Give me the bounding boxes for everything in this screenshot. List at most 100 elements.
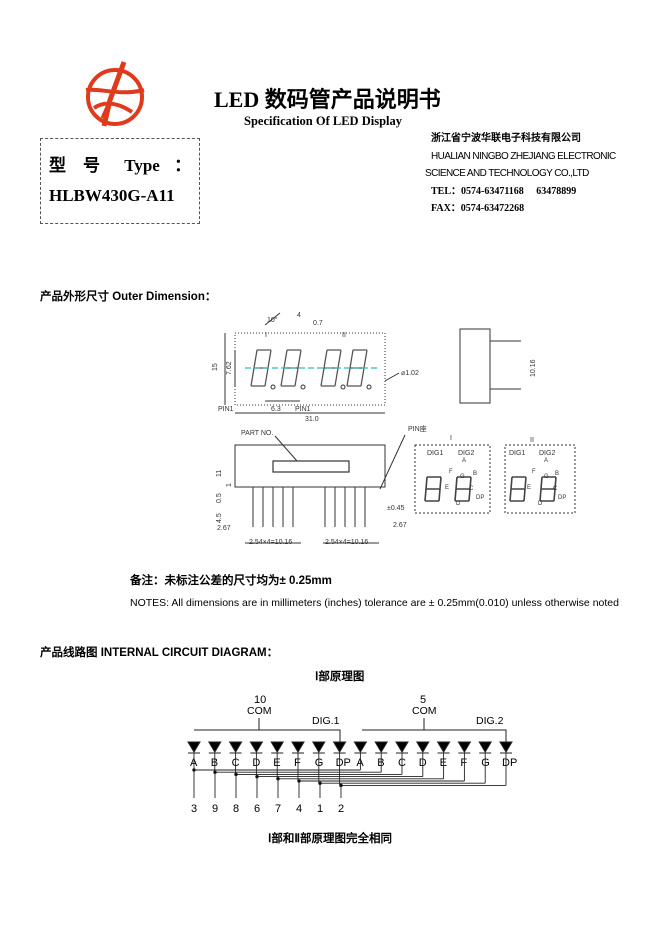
led-diode [499,741,513,753]
dim-angle: 10° [267,316,278,324]
page-subtitle: Specification Of LED Display [244,114,402,128]
dim-310: 31.0 [305,416,319,423]
dim-roman-2: II [342,332,346,339]
dim-11: 11 [216,470,223,477]
company-tel: TEL：0574-63471168 63478899 [431,185,577,197]
dig1-label: DIG.1 [312,715,340,727]
bus-junction [318,781,322,785]
pinout-roman-1: I [450,435,452,442]
dp-dot-2 [300,384,306,390]
dim-15: 15 [212,363,219,371]
com1-label: COM [247,705,272,717]
led-diode [436,741,451,753]
dim-63: 6.3 [271,406,281,413]
bottom-pin-number: 4 [296,803,302,815]
segment-label: F [294,757,301,769]
bottom-pin-number: 6 [254,803,260,815]
pinout-box-2 [504,444,576,514]
led-diode [270,741,285,753]
type-label-cn: 型 号 [49,156,100,175]
front-view-body [234,444,386,488]
pinout-seg-d-1: D [456,501,461,507]
company-name-en-1: HUALIAN NINGBO ZHEJIANG ELECTRONIC [431,150,616,162]
bus-junction [297,779,301,783]
led-diode [353,741,368,753]
led-diode [478,741,493,753]
pinout-box-1 [414,444,491,514]
com2-pin: 5 [420,694,426,706]
bus-junction [213,770,217,774]
segment-label: DP [502,757,517,769]
dim-pin-seat: PIN座 [408,424,427,433]
bus-junction [339,783,343,788]
outer-dimension-heading: 产品外形尺寸 Outer Dimension： [40,291,217,303]
type-colon: ： [174,156,192,175]
dim-045: ±0.45 [387,505,405,512]
segment-bus-lines [192,753,507,798]
company-name-en-2: SCIENCE AND TECHNOLOGY CO.,LTD [425,168,589,179]
dim-dia: ⌀1.02 [401,370,419,377]
pinout-seg-dp-1: DP [476,495,484,501]
led-diode [457,741,472,753]
bottom-pin-number: 1 [317,803,323,815]
led-diode [249,741,264,753]
segment-label: DP [336,757,351,769]
notes-en: NOTES: All dimensions are in millimeters… [130,597,619,609]
digit-group-2 [320,349,368,387]
pinout-dig2-b: DIG2 [539,450,555,457]
digit-group-1 [250,349,302,387]
dim-05: 0.5 [216,493,223,503]
pinout-seg-f-1: F [449,469,453,475]
page-title: LED 数码管产品说明书 [214,87,441,112]
pinout-dig1-a: DIG1 [427,450,443,457]
bottom-pin-number: 2 [338,803,344,815]
bus-junction [192,768,196,772]
company-logo [85,61,145,127]
type-label-en: Type [124,156,160,175]
pinout-seg-f-2: F [532,469,536,475]
dim-pitch-1: 2.54×4=10.16 [249,539,292,546]
led-diode [374,741,389,753]
outer-dimension-drawing: 10° 4 0.7 I II 15 7.62 ⌀1.02 PIN1 PIN1 6… [212,312,576,546]
pinout-seg-b-1: B [473,471,477,477]
top-view-outline [234,332,386,406]
pinout-seg-b-2: B [555,471,559,477]
circuit-caption-top: Ⅰ部原理图 [315,671,365,683]
bus-junction [255,774,259,779]
pinout-seg-g-1: G [460,474,465,480]
dim-267-b: 2.67 [393,522,407,529]
dp-dot-3 [340,384,346,390]
pinout-seg-d-2: D [538,501,543,507]
dim-267-a: 2.67 [217,525,231,532]
dim-762: 7.62 [226,361,233,375]
company-fax: FAX：0574-63472268 [431,203,525,214]
pinout-seg-c-1: C [469,486,474,492]
led-diode-row [187,741,513,754]
pinout-roman-2: II [530,437,534,444]
company-info: 浙江省宁波华联电子科技有限公司 HUALIAN NINGBO ZHEJIANG … [425,130,616,218]
dim-1016: 10.16 [530,359,537,377]
dp-dot-1 [270,384,276,390]
led-diode [187,741,201,753]
bus-junction [234,772,238,777]
dim-pin1-a: PIN1 [218,406,234,413]
com2-bus [362,729,507,742]
led-diode [311,741,326,753]
pinout-seg-g-2: G [544,474,549,480]
pinout-seg-e-2: E [527,485,531,491]
dim-1: 1 [226,483,233,487]
bottom-pin-number: 3 [191,803,197,815]
led-diode [415,741,430,753]
bottom-pin-number: 9 [212,803,218,815]
pinout-dig2-a: DIG2 [458,450,474,457]
internal-circuit-heading: 产品线路图 INTERNAL CIRCUIT DIAGRAM： [40,647,279,659]
pinout-seg-e-1: E [445,485,449,491]
com1-bus [194,729,341,742]
dp-dot-4 [366,384,372,390]
angle-line [264,312,281,326]
notes-cn: 备注：未标注公差的尺寸均为± 0.25mm [130,575,332,587]
model-type-box: 型 号 Type ： HLBW430G-A11 [40,138,200,224]
